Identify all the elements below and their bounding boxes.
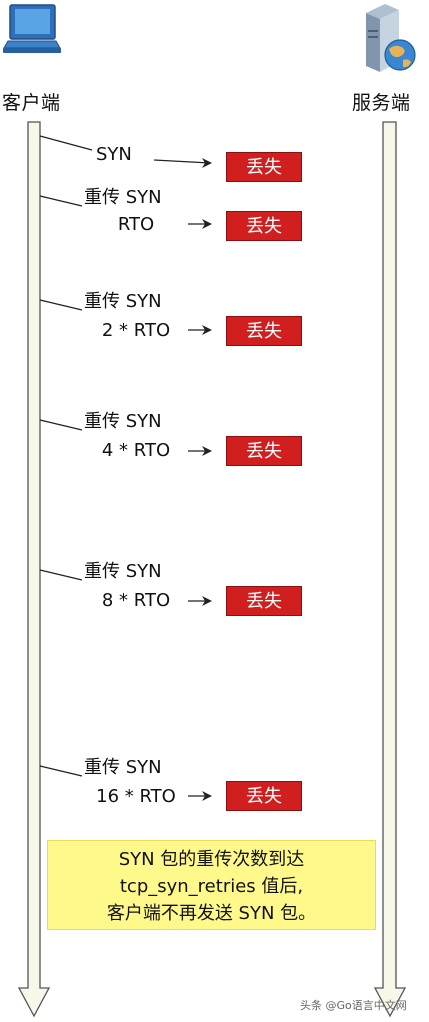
note-line: 客户端不再发送 SYN 包。 <box>106 903 317 924</box>
interval-label: RTO <box>117 214 155 235</box>
note-line: SYN 包的重传次数到达 <box>118 849 305 870</box>
client-label: 客户端 <box>2 92 61 114</box>
arrow-head <box>202 219 212 229</box>
lost-badge: 丢失 <box>226 436 302 466</box>
message-label: 重传 SYN <box>84 561 162 582</box>
message-label: 重传 SYN <box>84 757 162 778</box>
lost-badge: 丢失 <box>226 586 302 616</box>
server-label: 服务端 <box>352 92 411 114</box>
arrow-head <box>202 596 212 606</box>
message-line <box>39 195 83 207</box>
interval-label: 16 * RTO <box>96 786 176 807</box>
interval-label: 8 * RTO <box>101 590 171 611</box>
message-line <box>39 765 83 777</box>
lost-badge: 丢失 <box>226 316 302 346</box>
server-lifeline <box>373 121 407 1018</box>
laptop-icon <box>3 4 61 53</box>
arrow-head <box>202 325 212 335</box>
server-icon <box>366 4 416 72</box>
interval-label: 4 * RTO <box>101 440 171 461</box>
interval-label: 2 * RTO <box>101 320 171 341</box>
lost-arrow <box>153 159 211 164</box>
message-label: 重传 SYN <box>84 187 162 208</box>
client-lifeline <box>17 121 51 1018</box>
message-label: 重传 SYN <box>84 411 162 432</box>
note-line: tcp_syn_retries 值后, <box>119 876 304 897</box>
lost-badge: 丢失 <box>226 211 302 241</box>
arrow-head <box>202 446 212 456</box>
message-line <box>39 569 83 581</box>
message-line <box>39 299 83 311</box>
message-lines <box>39 135 212 801</box>
arrow-head <box>202 791 212 801</box>
message-line <box>39 135 93 151</box>
retry-limit-note: SYN 包的重传次数到达 tcp_syn_retries 值后, 客户端不再发送… <box>47 840 376 930</box>
message-label: 重传 SYN <box>84 291 162 312</box>
watermark: 头条 @Go语言中文网 <box>300 999 407 1012</box>
message-line <box>39 419 83 431</box>
arrow-head <box>202 158 212 168</box>
message-label: SYN <box>96 144 132 165</box>
lost-badge: 丢失 <box>226 781 302 811</box>
lost-badge: 丢失 <box>226 152 302 182</box>
